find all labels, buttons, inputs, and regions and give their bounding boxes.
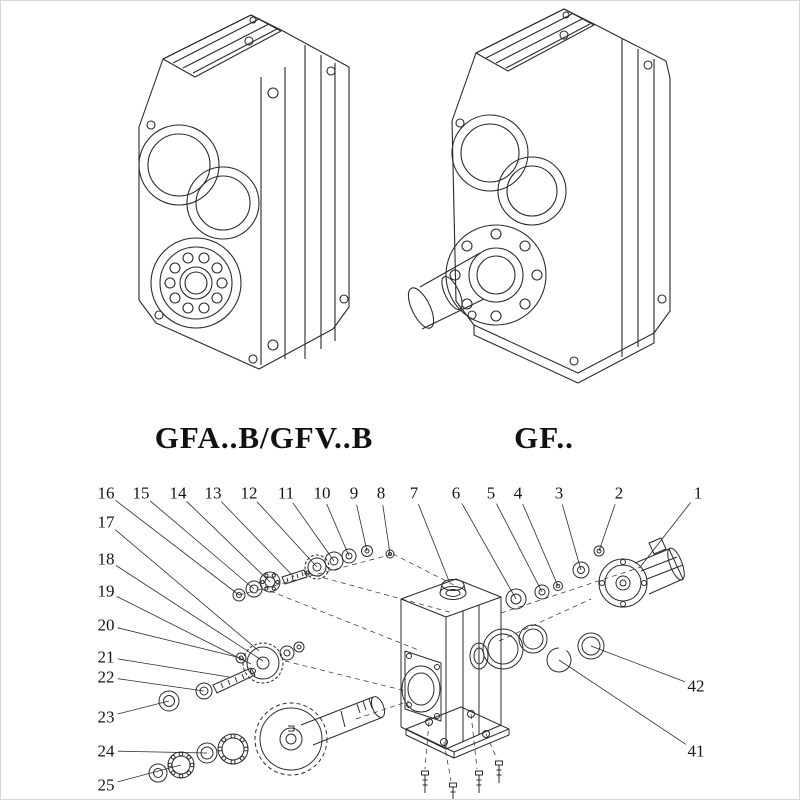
leader-line-17 bbox=[114, 529, 260, 652]
callout-42: 42 bbox=[687, 676, 705, 696]
callout-20: 20 bbox=[97, 615, 115, 635]
leader-line-15 bbox=[149, 500, 255, 590]
callout-1: 1 bbox=[693, 483, 703, 503]
leader-lines bbox=[114, 499, 691, 783]
leader-line-22 bbox=[117, 678, 205, 692]
callout-13: 13 bbox=[204, 483, 222, 503]
model-label-gfab: GFA..B/GFV..B bbox=[154, 420, 374, 455]
leader-line-12 bbox=[256, 501, 318, 568]
output-gear-parts bbox=[148, 696, 386, 783]
callout-16: 16 bbox=[97, 483, 115, 503]
callout-24: 24 bbox=[97, 741, 115, 761]
callout-25: 25 bbox=[97, 775, 115, 795]
leader-line-16 bbox=[115, 499, 240, 596]
leader-line-18 bbox=[115, 565, 264, 662]
leader-line-25 bbox=[117, 764, 182, 783]
leader-line-6 bbox=[461, 503, 517, 600]
callout-19: 19 bbox=[97, 581, 115, 601]
leader-line-10 bbox=[326, 503, 350, 557]
exploded-view-drawing bbox=[148, 537, 685, 799]
leader-line-2 bbox=[598, 504, 616, 552]
callout-21: 21 bbox=[97, 647, 115, 667]
callout-18: 18 bbox=[97, 549, 115, 569]
input-parts-stack bbox=[232, 545, 395, 602]
callout-17: 17 bbox=[97, 512, 115, 532]
leader-line-3 bbox=[561, 504, 582, 571]
model-label-gf: GF.. bbox=[514, 420, 574, 455]
callout-9: 9 bbox=[349, 483, 359, 503]
callout-8: 8 bbox=[376, 483, 386, 503]
leader-line-5 bbox=[496, 503, 543, 593]
leader-line-19 bbox=[116, 596, 252, 665]
callout-22: 22 bbox=[97, 667, 115, 687]
callout-23: 23 bbox=[97, 707, 115, 727]
callout-12: 12 bbox=[240, 483, 258, 503]
leader-line-20 bbox=[117, 627, 242, 659]
callout-2: 2 bbox=[614, 483, 624, 503]
leader-line-9 bbox=[356, 504, 368, 552]
callout-7: 7 bbox=[409, 483, 419, 503]
leader-line-24 bbox=[117, 750, 208, 754]
callout-11: 11 bbox=[277, 483, 295, 503]
intermediate-gear-parts bbox=[158, 641, 305, 712]
callout-41: 41 bbox=[687, 741, 705, 761]
leader-line-41 bbox=[558, 659, 687, 745]
leader-line-4 bbox=[522, 503, 559, 587]
input-side-parts bbox=[482, 537, 685, 673]
gearbox-gf-drawing bbox=[407, 8, 671, 384]
callout-3: 3 bbox=[554, 483, 564, 503]
mounting-plate-parts bbox=[405, 706, 510, 799]
callout-6: 6 bbox=[451, 483, 461, 503]
callout-4: 4 bbox=[513, 483, 523, 503]
leader-line-7 bbox=[418, 504, 450, 582]
leader-line-8 bbox=[382, 504, 391, 555]
leader-line-21 bbox=[117, 658, 230, 678]
callout-14: 14 bbox=[169, 483, 187, 503]
leader-line-11 bbox=[292, 502, 335, 562]
leader-line-14 bbox=[186, 501, 271, 583]
callout-10: 10 bbox=[313, 483, 331, 503]
leader-line-13 bbox=[221, 501, 295, 578]
leader-line-1 bbox=[640, 502, 691, 567]
gearbox-gfab-drawing bbox=[138, 14, 350, 370]
leader-line-42 bbox=[590, 645, 685, 683]
callout-15: 15 bbox=[132, 483, 150, 503]
callout-5: 5 bbox=[486, 483, 496, 503]
housing bbox=[400, 578, 502, 750]
leader-line-23 bbox=[117, 700, 170, 715]
